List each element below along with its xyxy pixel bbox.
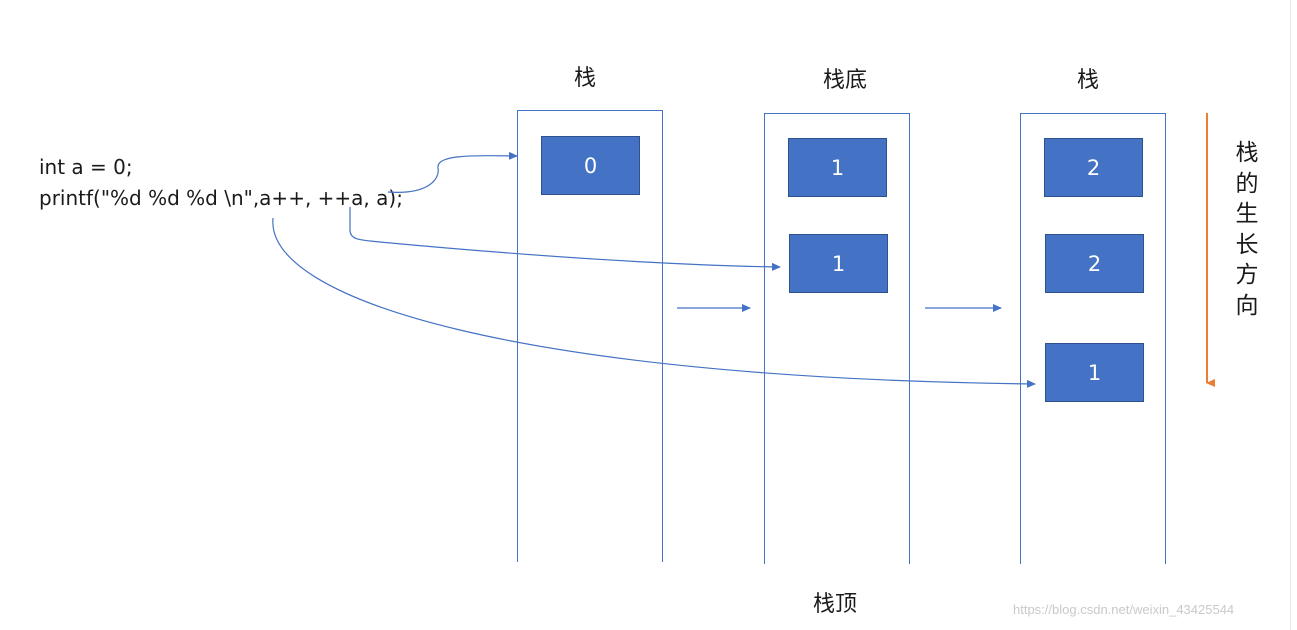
page-edge-line: [1290, 0, 1291, 630]
code-line-1: int a = 0;: [39, 155, 133, 179]
growth-char: 的: [1235, 170, 1259, 197]
growth-char: 向: [1235, 292, 1259, 319]
stack-cell: 1: [1045, 343, 1144, 402]
column-2-title: 栈底: [822, 68, 867, 93]
stack-top-label: 栈顶: [812, 592, 857, 617]
code-snippet: int a = 0; printf("%d %d %d \n",a++, ++a,…: [39, 152, 403, 214]
stack-cell: 2: [1044, 138, 1143, 197]
stack-column-2: [764, 113, 910, 564]
code-line-2: printf("%d %d %d \n",a++, ++a, a);: [39, 186, 403, 210]
column-1-title: 栈: [573, 66, 596, 91]
stack-column-1: [517, 110, 663, 562]
growth-char: 长: [1235, 231, 1259, 258]
growth-direction-label: 栈 的 生 长 方 向: [1232, 138, 1262, 321]
arrow-a-to-cell-0: [387, 151, 518, 193]
stack-cell: 1: [789, 234, 888, 293]
stack-column-3: [1020, 113, 1166, 564]
column-3-title: 栈: [1076, 68, 1099, 93]
growth-char: 生: [1235, 201, 1259, 227]
growth-char: 方: [1235, 262, 1259, 288]
stack-cell: 0: [541, 136, 640, 195]
arrow-preinc-to-cell-1: [349, 207, 781, 271]
growth-char: 栈: [1235, 140, 1259, 166]
stack-cell: 1: [788, 138, 887, 197]
watermark: https://blog.csdn.net/weixin_43425544: [1013, 602, 1235, 617]
arrow-postinc-to-cell-2: [272, 217, 1036, 388]
stack-cell: 2: [1045, 234, 1144, 293]
